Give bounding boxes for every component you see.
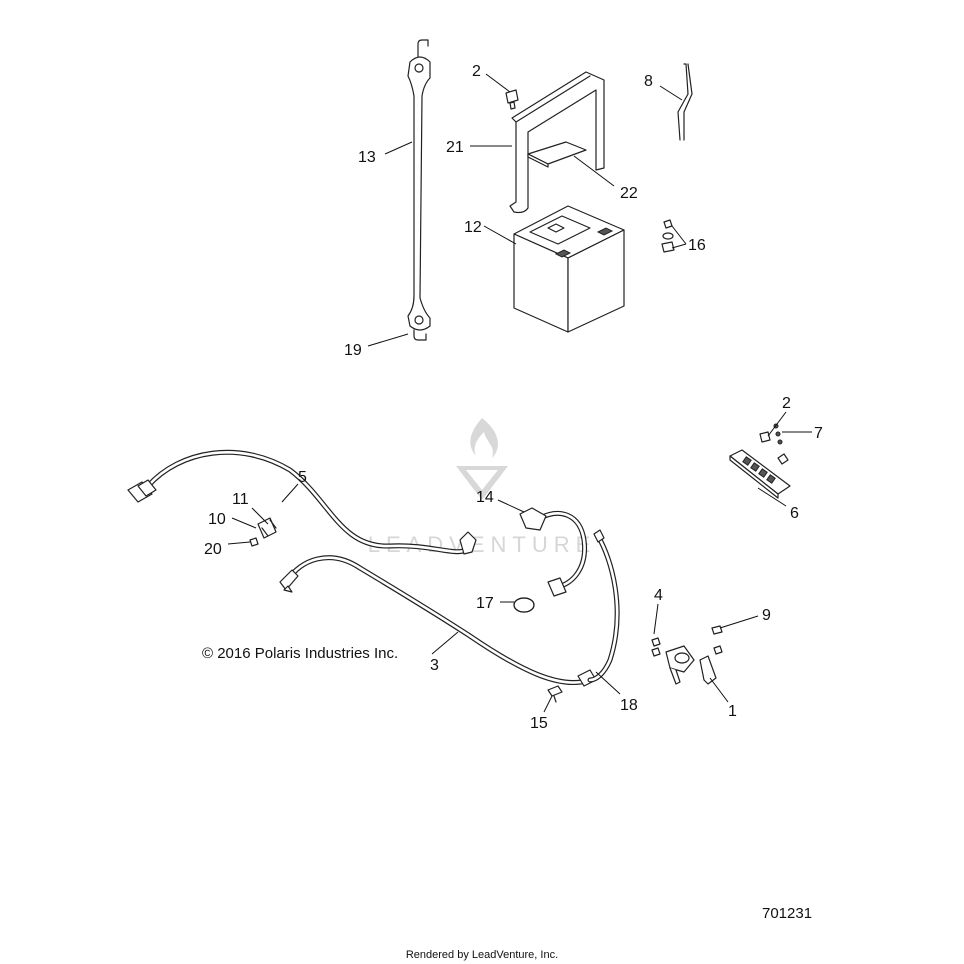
- callout-numbers: 13 19 2 21 22 8 12 16 5 11 10 20 14 17 3…: [204, 63, 823, 732]
- callout-11: 11: [232, 491, 249, 508]
- battery-cable: [279, 555, 597, 687]
- rendered-by-text: Rendered by LeadVenture, Inc.: [406, 949, 558, 961]
- callout-10: 10: [208, 511, 226, 528]
- callout-1: 1: [728, 703, 737, 720]
- callout-15: 15: [530, 715, 548, 732]
- callout-12: 12: [464, 219, 482, 236]
- callout-2-right: 2: [782, 395, 791, 412]
- callout-4: 4: [654, 587, 663, 604]
- positive-cable: [519, 507, 588, 597]
- terminal-fasteners: [661, 219, 675, 253]
- bolt-top: [505, 89, 519, 110]
- ground-cable: [587, 529, 620, 683]
- callout-19: 19: [344, 342, 362, 359]
- battery-bracket: [509, 71, 605, 214]
- callout-5: 5: [298, 469, 307, 486]
- harness-cable: [127, 449, 477, 555]
- callout-20: 20: [204, 541, 222, 558]
- callout-16: 16: [688, 237, 706, 254]
- figure-number: 701231: [762, 905, 812, 922]
- terminal-hardware: [759, 423, 789, 465]
- callout-3: 3: [430, 657, 439, 674]
- callout-13: 13: [358, 149, 376, 166]
- callout-7: 7: [814, 425, 823, 442]
- watermark-logo: [456, 418, 508, 500]
- callout-8: 8: [644, 73, 653, 90]
- callout-17: 17: [476, 595, 494, 612]
- battery: [513, 205, 625, 333]
- hold-down-rod: [677, 63, 693, 141]
- callout-18: 18: [620, 697, 638, 714]
- callout-22: 22: [620, 185, 638, 202]
- callout-6: 6: [790, 505, 799, 522]
- power-switch: [651, 625, 723, 685]
- callout-21: 21: [446, 139, 464, 156]
- terminal-block: [729, 449, 791, 499]
- battery-strap: [407, 39, 431, 341]
- bracket-pad: [527, 141, 587, 168]
- cable-clamp: [513, 597, 535, 613]
- cable-clip: [249, 517, 277, 547]
- copyright-text: © 2016 Polaris Industries Inc.: [202, 645, 398, 662]
- leader-lines: [227, 73, 812, 713]
- callout-2-top: 2: [472, 63, 481, 80]
- push-clip: [547, 685, 563, 703]
- callout-9: 9: [762, 607, 771, 624]
- callout-14: 14: [476, 489, 494, 506]
